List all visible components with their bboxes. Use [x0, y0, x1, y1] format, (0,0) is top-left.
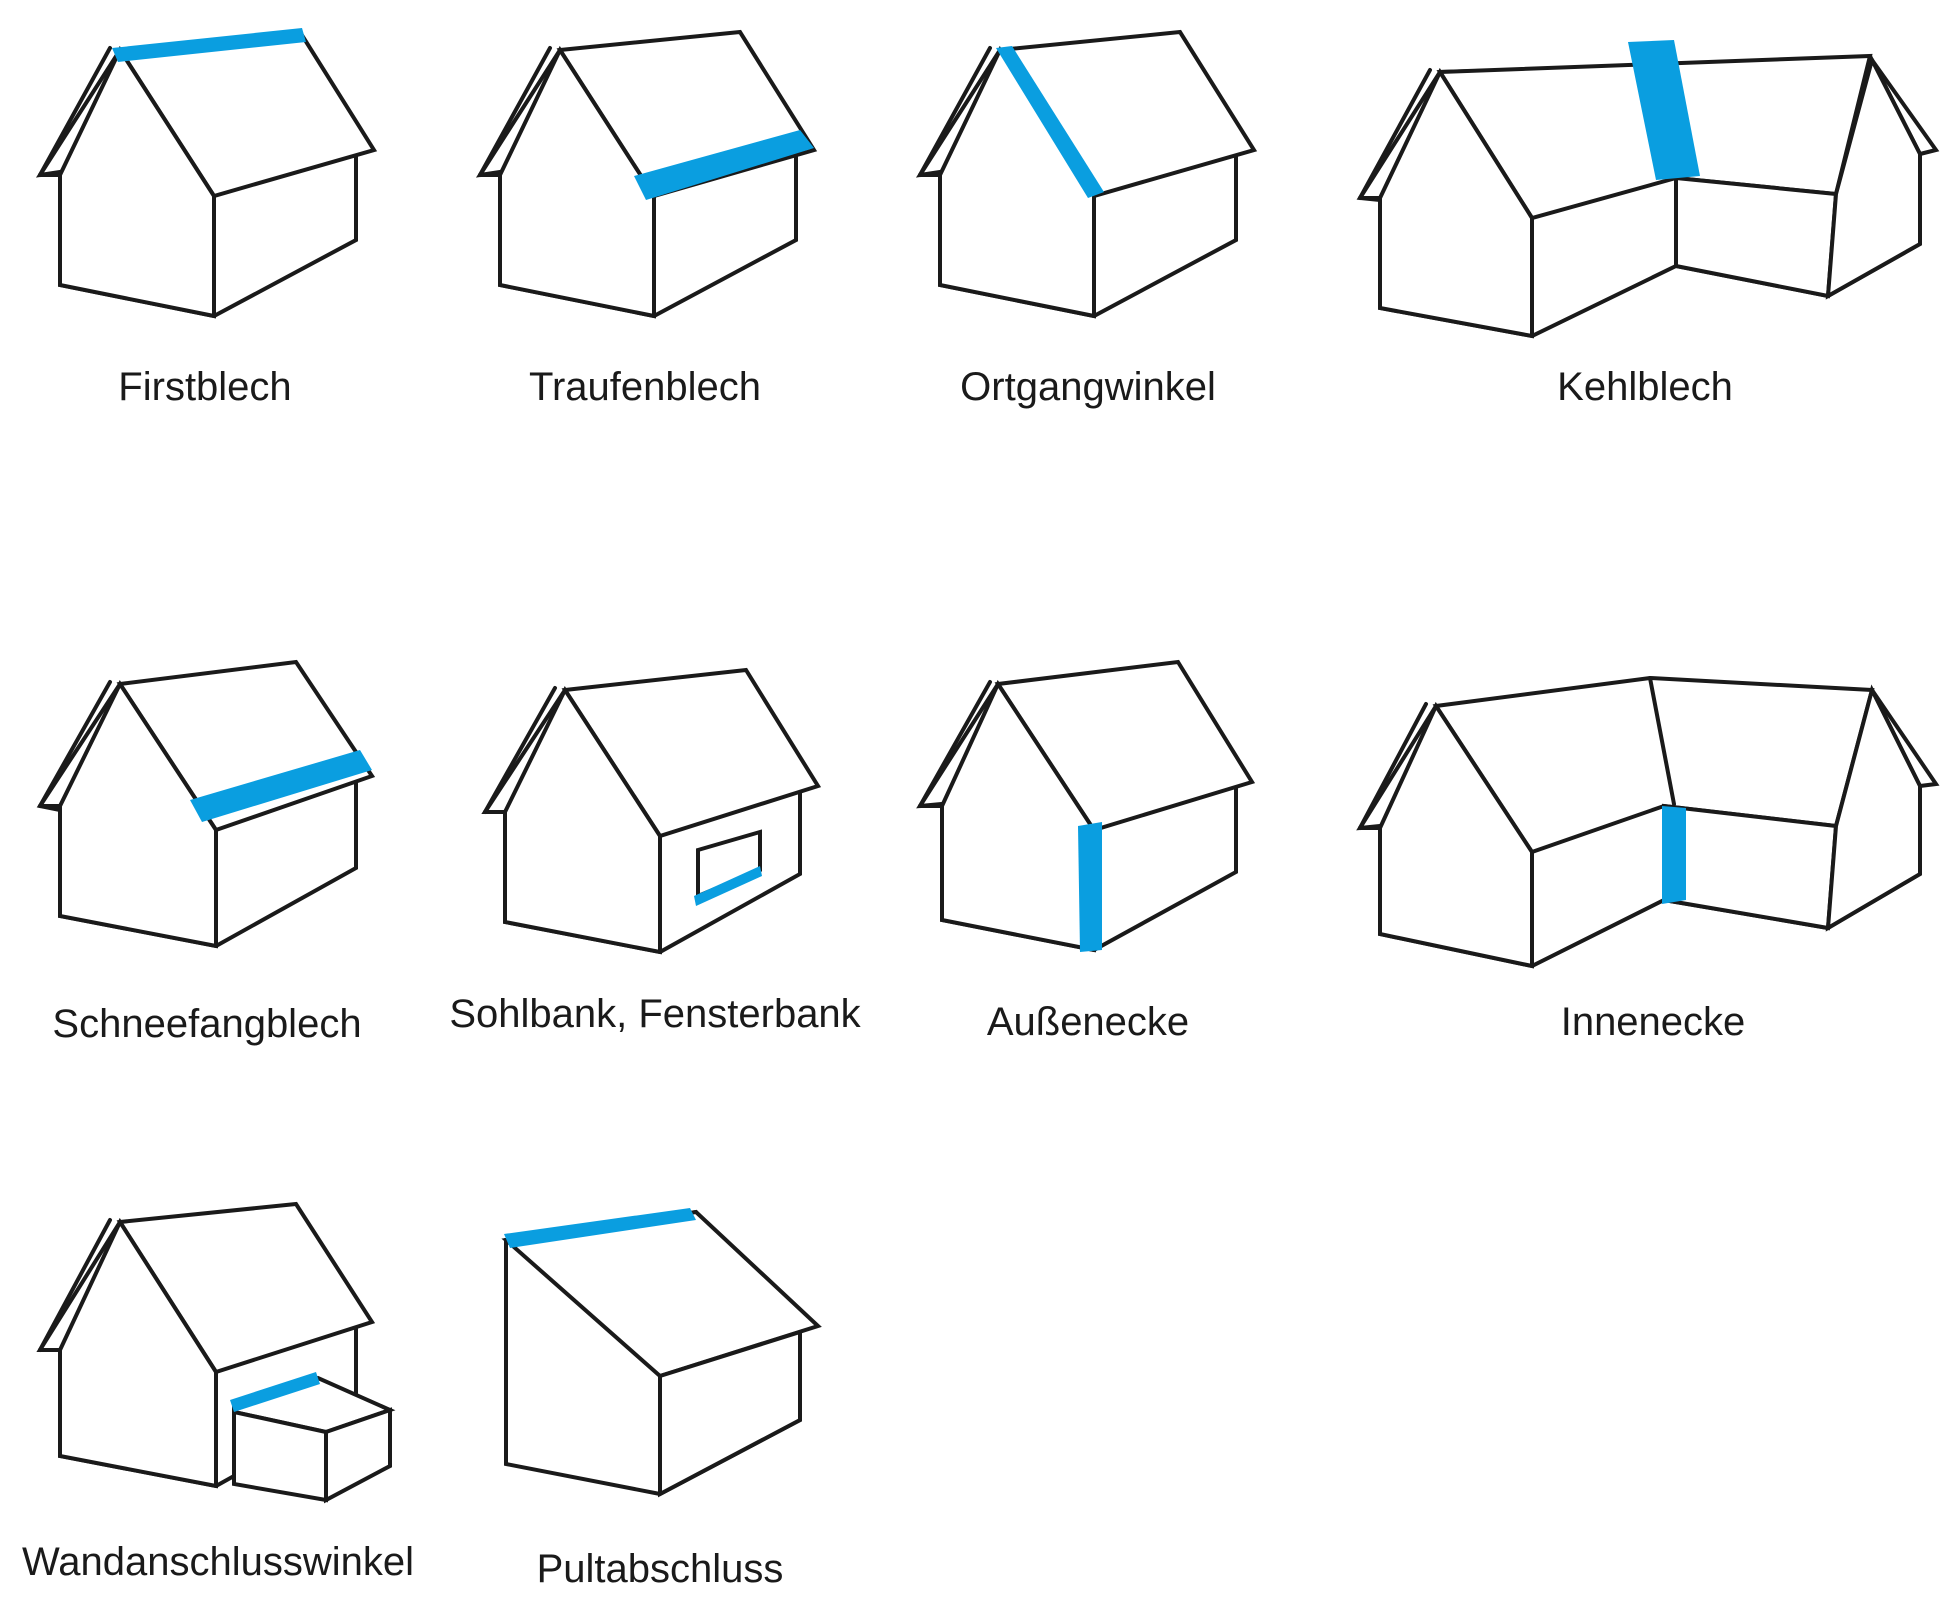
- flashing-highlight: [504, 1208, 696, 1248]
- house-outline-shape: [1378, 701, 1534, 969]
- flashing-highlight: [634, 130, 814, 200]
- house-outline-shape: [324, 1407, 392, 1504]
- house-outline-shape: [1870, 688, 1940, 788]
- house-outline-shape: [498, 45, 656, 319]
- house-outline-shape: [503, 685, 662, 955]
- label-innenecke: Innenecke: [1561, 1000, 1746, 1044]
- house-outline-shape: [918, 680, 992, 808]
- house-outline-shape: [38, 680, 112, 808]
- house-outline-shape: [918, 46, 992, 177]
- label-kehlblech: Kehlblech: [1557, 365, 1733, 409]
- flashing-highlight: [230, 1372, 320, 1412]
- house-outline-shape: [1358, 68, 1432, 200]
- window-sill-icon: [481, 667, 822, 955]
- ridge-flashing-icon: [35, 28, 378, 319]
- house-outline-shape: [58, 679, 218, 949]
- flashing-highlight: [996, 46, 1104, 198]
- flashing-highlight: [694, 866, 762, 906]
- label-ortgangwinkel: Ortgangwinkel: [960, 365, 1216, 409]
- house-outline-shape: [58, 1217, 218, 1489]
- label-schneefangblech: Schneefangblech: [52, 1002, 361, 1046]
- label-pultabschluss: Pultabschluss: [537, 1547, 784, 1591]
- outer-corner-icon: [916, 659, 1256, 953]
- flashing-highlight: [190, 750, 372, 822]
- house-outline-shape: [1825, 684, 1922, 932]
- flashing-highlight: [1628, 40, 1700, 180]
- label-firstblech: Firstblech: [118, 365, 291, 409]
- house-outline-shape: [38, 46, 112, 177]
- house-outline-shape: [658, 1329, 802, 1498]
- inner-corner-icon: [1356, 675, 1940, 969]
- house-outline-shape: [38, 1218, 112, 1352]
- house-outline-shape: [1662, 803, 1839, 931]
- wall-connection-angle-icon: [36, 1201, 396, 1504]
- flashing-highlight: [112, 28, 306, 62]
- eaves-flashing-icon: [475, 29, 818, 319]
- label-wandanschlusswinkel: Wandanschlusswinkel: [22, 1540, 414, 1584]
- house-outline-shape: [938, 45, 1096, 319]
- flashing-highlight: [1662, 806, 1686, 904]
- house-outline-shape: [483, 686, 557, 814]
- valley-flashing-icon: [1356, 40, 1940, 339]
- house-outline-shape: [1648, 676, 1676, 806]
- label-aussenecke: Außenecke: [987, 1000, 1189, 1044]
- house-outline-shape: [1378, 67, 1534, 339]
- label-traufenblech: Traufenblech: [529, 365, 761, 409]
- house-outline-shape: [1870, 58, 1940, 156]
- mono-pitch-closure-icon: [501, 1208, 822, 1498]
- flashing-highlight: [1078, 822, 1102, 952]
- verge-angle-icon: [915, 29, 1258, 319]
- house-outline-shape: [478, 46, 552, 177]
- house-outline-shape: [1825, 54, 1922, 300]
- label-sohlbank-fensterbank: Sohlbank, Fensterbank: [449, 992, 861, 1036]
- snow-guard-flashing-icon: [36, 659, 376, 949]
- house-outline-shape: [1674, 175, 1839, 299]
- house-outline-shape: [58, 45, 216, 319]
- house-outline-shape: [1358, 702, 1428, 830]
